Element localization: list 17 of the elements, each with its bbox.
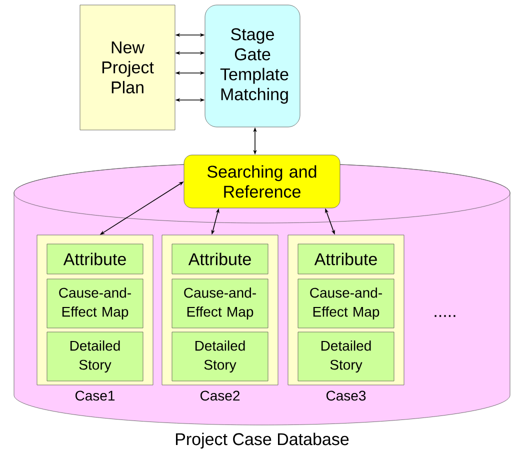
story-box: Detailed Story — [46, 332, 144, 382]
ellipsis-text: ..... — [434, 315, 456, 317]
map-box: Cause-and-Effect Map — [172, 278, 268, 328]
map-box: Cause-and-Effect Map — [46, 278, 144, 328]
node-label: Case2 — [200, 390, 240, 401]
node-label: Project Case Database — [176, 432, 349, 449]
node-label: Case1 — [75, 390, 115, 401]
node-label: Case3 — [326, 390, 366, 401]
process-box: Stage Gate Template Matching — [204, 4, 300, 128]
story-box: Detailed Story — [172, 332, 268, 382]
attribute-box: Attribute — [46, 244, 144, 274]
attribute-box: Attribute — [172, 244, 268, 274]
plan-box: New Project Plan — [80, 4, 176, 130]
story-box: Detailed Story — [298, 332, 394, 382]
attribute-box: Attribute — [298, 244, 394, 274]
search-box: Searching and Reference — [184, 154, 340, 208]
map-box: Cause-and-Effect Map — [298, 278, 394, 328]
